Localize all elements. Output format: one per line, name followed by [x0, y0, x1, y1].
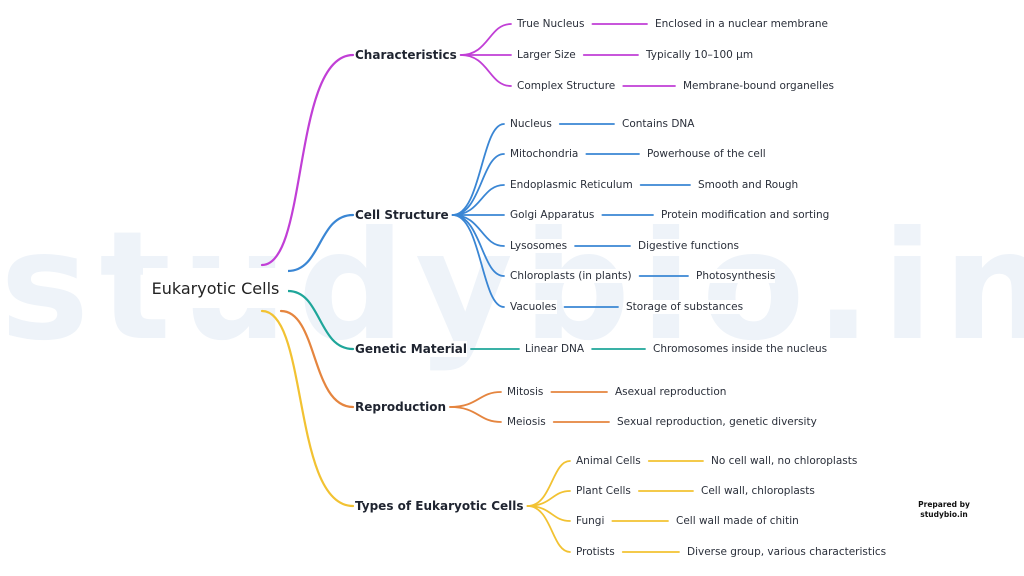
leaf-term-characteristics-0[interactable]: True Nucleus: [517, 17, 585, 31]
leaf-detail-types-of-eukaryotic-cells-0[interactable]: No cell wall, no chloroplasts: [711, 454, 858, 468]
leaf-term-characteristics-1[interactable]: Larger Size: [517, 48, 576, 62]
branch-genetic-material[interactable]: Genetic Material: [355, 341, 467, 357]
leaf-connector-reproduction-0: [449, 391, 502, 408]
leaf-detail-types-of-eukaryotic-cells-1[interactable]: Cell wall, chloroplasts: [701, 484, 815, 498]
leaf-detail-characteristics-1[interactable]: Typically 10–100 µm: [646, 48, 754, 62]
leaf-detail-characteristics-0[interactable]: Enclosed in a nuclear membrane: [655, 17, 829, 31]
leaf-term-types-of-eukaryotic-cells-1[interactable]: Plant Cells: [576, 484, 631, 498]
leaf-term-cell-structure-4[interactable]: Lysosomes: [510, 239, 568, 253]
leaf-connector-cell-structure-1: [451, 153, 505, 216]
leaf-connector-cell-structure-0: [451, 123, 505, 216]
leaf-connector-characteristics-2: [459, 54, 512, 87]
leaf-detail-cell-structure-0[interactable]: Contains DNA: [622, 117, 695, 131]
leaf-term-reproduction-0[interactable]: Mitosis: [507, 385, 544, 399]
leaf-connector-cell-structure-6: [451, 214, 505, 308]
leaf-detail-cell-structure-2[interactable]: Smooth and Rough: [698, 178, 799, 192]
leaf-term-genetic-material-0[interactable]: Linear DNA: [525, 342, 585, 356]
leaf-connector-types-of-eukaryotic-cells-2: [526, 505, 571, 522]
leaf-detail-genetic-material-0[interactable]: Chromosomes inside the nucleus: [653, 342, 828, 356]
leaf-term-types-of-eukaryotic-cells-3[interactable]: Protists: [576, 545, 615, 559]
credit-line-1: Prepared by: [918, 500, 970, 509]
credit-note: Prepared by studybio.in: [918, 500, 970, 520]
leaf-term-types-of-eukaryotic-cells-2[interactable]: Fungi: [576, 514, 605, 528]
root-node[interactable]: Eukaryotic Cells: [143, 268, 288, 308]
leaf-term-reproduction-1[interactable]: Meiosis: [507, 415, 546, 429]
branch-connector-cell-structure: [286, 213, 355, 273]
leaf-term-types-of-eukaryotic-cells-0[interactable]: Animal Cells: [576, 454, 641, 468]
leaf-detail-cell-structure-6[interactable]: Storage of substances: [626, 300, 744, 314]
leaf-term-cell-structure-1[interactable]: Mitochondria: [510, 147, 579, 161]
leaf-connector-characteristics-0: [459, 23, 512, 56]
leaf-detail-cell-structure-5[interactable]: Photosynthesis: [696, 269, 776, 283]
leaf-detail-reproduction-1[interactable]: Sexual reproduction, genetic diversity: [617, 415, 817, 429]
leaf-term-characteristics-2[interactable]: Complex Structure: [517, 79, 616, 93]
leaf-detail-reproduction-0[interactable]: Asexual reproduction: [615, 385, 727, 399]
leaf-detail-cell-structure-1[interactable]: Powerhouse of the cell: [647, 147, 766, 161]
leaf-term-cell-structure-5[interactable]: Chloroplasts (in plants): [510, 269, 632, 283]
branch-cell-structure[interactable]: Cell Structure: [355, 207, 449, 223]
leaf-detail-cell-structure-4[interactable]: Digestive functions: [638, 239, 740, 253]
leaf-term-cell-structure-3[interactable]: Golgi Apparatus: [510, 208, 595, 222]
leaf-term-cell-structure-2[interactable]: Endoplasmic Reticulum: [510, 178, 633, 192]
branch-connector-reproduction: [279, 309, 355, 409]
branch-reproduction[interactable]: Reproduction: [355, 399, 447, 415]
leaf-connector-reproduction-1: [449, 406, 502, 423]
branch-connector-genetic-material: [286, 289, 355, 351]
leaf-detail-types-of-eukaryotic-cells-2[interactable]: Cell wall made of chitin: [676, 514, 799, 528]
leaf-connector-types-of-eukaryotic-cells-3: [526, 505, 571, 553]
leaf-term-cell-structure-6[interactable]: Vacuoles: [510, 300, 557, 314]
leaf-term-cell-structure-0[interactable]: Nucleus: [510, 117, 552, 131]
leaf-connector-types-of-eukaryotic-cells-1: [526, 490, 571, 507]
leaf-detail-characteristics-2[interactable]: Membrane-bound organelles: [683, 79, 835, 93]
branch-types-of-eukaryotic-cells[interactable]: Types of Eukaryotic Cells: [355, 498, 524, 514]
branch-connector-types-of-eukaryotic-cells: [260, 309, 355, 508]
leaf-detail-cell-structure-3[interactable]: Protein modification and sorting: [661, 208, 830, 222]
branch-connector-characteristics: [260, 53, 355, 267]
branch-characteristics[interactable]: Characteristics: [355, 47, 457, 63]
root-label: Eukaryotic Cells: [151, 278, 280, 298]
leaf-detail-types-of-eukaryotic-cells-3[interactable]: Diverse group, various characteristics: [687, 545, 887, 559]
credit-line-2: studybio.in: [920, 510, 968, 519]
